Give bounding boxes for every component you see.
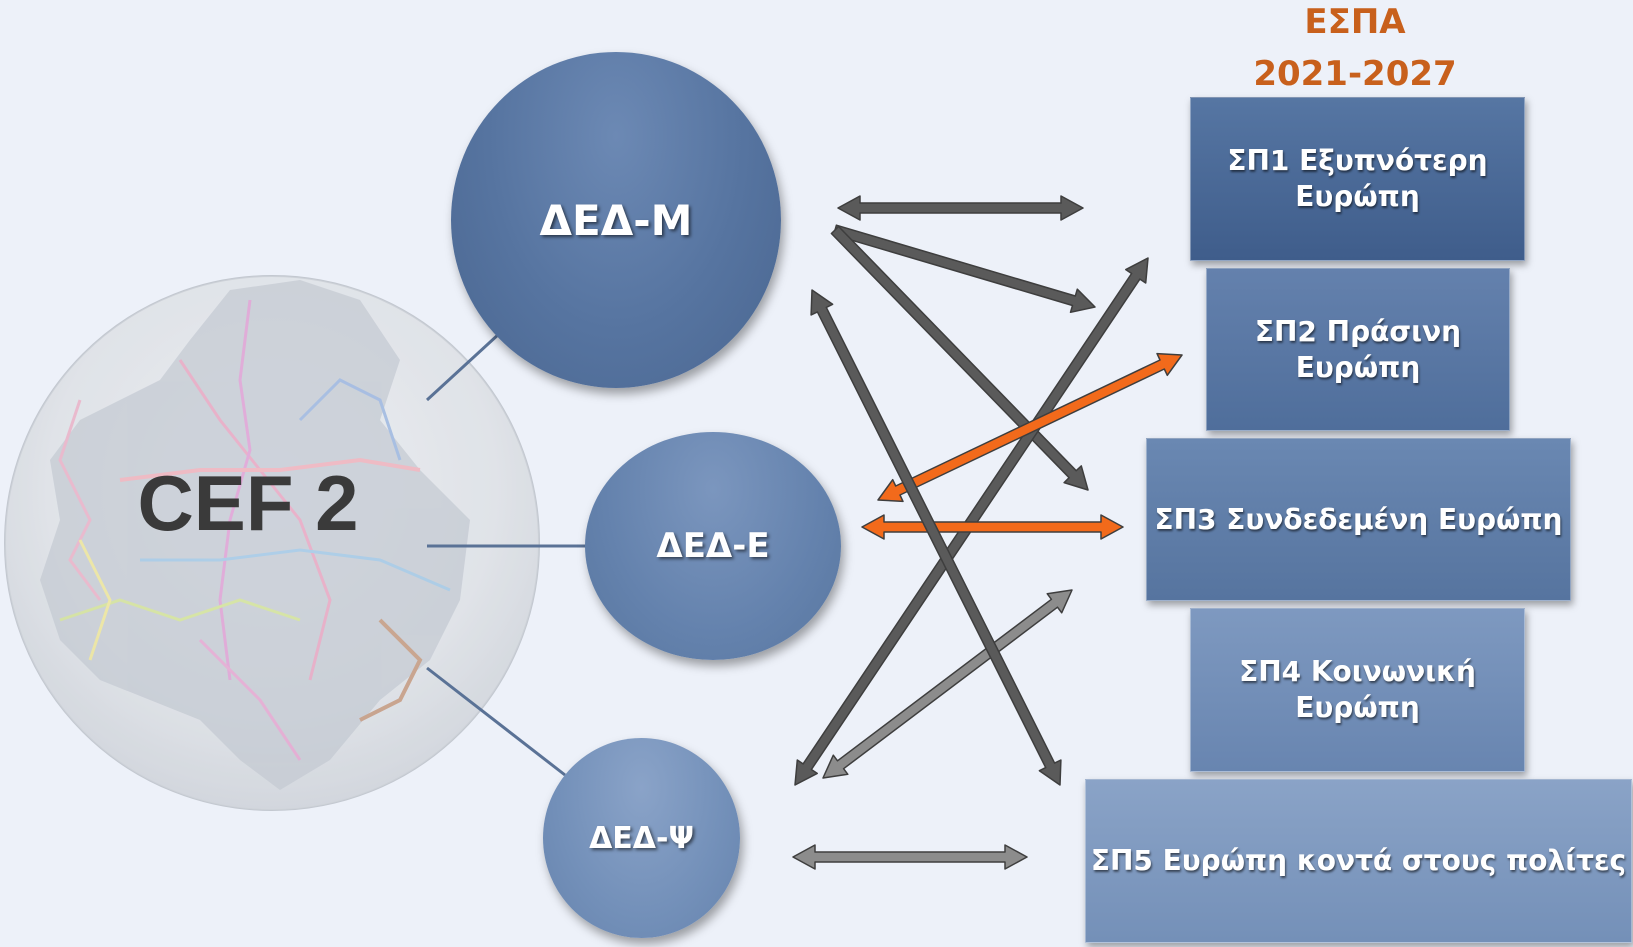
arrow-m-sp2 <box>832 224 1096 314</box>
arrow-m-sp1 <box>837 195 1084 221</box>
connector-line-m <box>425 331 502 402</box>
objective-label-2: ΣΠ2 Πράσινη Ευρώπη <box>1254 314 1462 384</box>
connector-line-psi <box>426 666 566 777</box>
europe-map-icon <box>40 280 470 790</box>
objective-box-1: ΣΠ1 Εξυπνότερη Ευρώπη <box>1190 97 1525 261</box>
arrow-dede-sp3 <box>861 514 1124 540</box>
ded-e-circle: ΔΕΔ-Ε <box>585 432 841 660</box>
objective-label-4: ΣΠ4 Κοινωνική Ευρώπη <box>1239 655 1476 724</box>
arrow-m-sp5 <box>810 289 1062 786</box>
objective-box-5: ΣΠ5 Ευρώπη κοντά στους πολίτες <box>1085 779 1632 943</box>
ded-m-label: ΔΕΔ-Μ <box>539 195 693 245</box>
objective-label-5: ΣΠ5 Ευρώπη κοντά στους πολίτες <box>1090 844 1627 877</box>
objective-box-4: ΣΠ4 Κοινωνική Ευρώπη <box>1190 608 1525 772</box>
cef-label: CEF 2 <box>137 459 358 547</box>
espa-title: ΕΣΠΑ 2021-2027 <box>1253 2 1457 94</box>
arrow-psi-sp4 <box>822 589 1073 779</box>
objective-box-3: ΣΠ3 Συνδεδεμένη Ευρώπη <box>1146 438 1571 601</box>
objective-label-1: ΣΠ1 Εξυπνότερη Ευρώπη <box>1227 144 1488 213</box>
arrow-psi-sp5 <box>792 844 1028 870</box>
ded-e-label: ΔΕΔ-Ε <box>656 526 770 566</box>
ded-psi-circle: ΔΕΔ-Ψ <box>543 738 740 938</box>
cef-globe: CEF 2 <box>4 275 540 811</box>
objective-label-3: ΣΠ3 Συνδεδεμένη Ευρώπη <box>1154 502 1563 536</box>
arrows-group <box>792 195 1183 870</box>
arrow-dede-sp2 <box>877 352 1183 503</box>
ded-m-circle: ΔΕΔ-Μ <box>451 52 781 388</box>
objective-box-2: ΣΠ2 Πράσινη Ευρώπη <box>1206 268 1510 431</box>
ded-psi-label: ΔΕΔ-Ψ <box>589 820 694 856</box>
